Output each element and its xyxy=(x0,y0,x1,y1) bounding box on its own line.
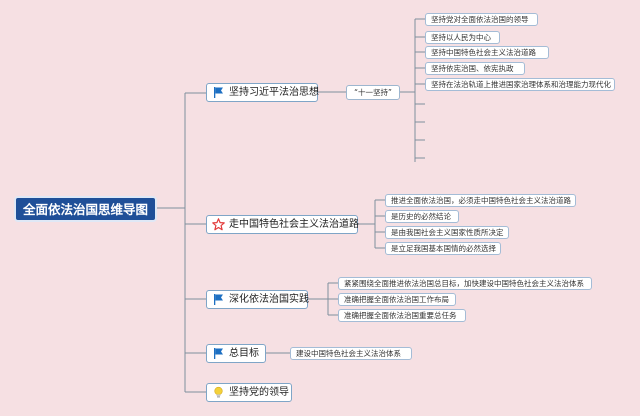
branch-party-leadership[interactable]: 坚持党的领导 xyxy=(206,383,292,402)
leaf-node[interactable]: 是历史的必然结论 xyxy=(385,210,459,223)
leaf-node[interactable]: 是由我国社会主义国家性质所决定 xyxy=(385,226,509,239)
branch-label: 走中国特色社会主义法治道路 xyxy=(229,219,359,230)
mindmap-root[interactable]: 全面依法治国思维导图 xyxy=(14,196,157,222)
flag-icon xyxy=(214,348,223,359)
branch-deepen-rule-of-law-practice[interactable]: 深化依法治国实践 xyxy=(206,290,309,309)
sub-node-eleven-adheres[interactable]: “十一坚持” xyxy=(346,85,400,100)
leaf-node[interactable]: 推进全面依法治国，必须走中国特色社会主义法治道路 xyxy=(385,194,576,207)
leaf-node[interactable]: 是立足我国基本国情的必然选择 xyxy=(385,242,501,255)
leaf-node[interactable]: 紧紧围绕全面推进依法治国总目标，加快建设中国特色社会主义法治体系 xyxy=(338,277,592,290)
star-icon xyxy=(212,218,225,231)
branch-socialist-rule-of-law-road[interactable]: 走中国特色社会主义法治道路 xyxy=(206,215,359,234)
leaf-node[interactable]: 坚持党对全面依法治国的领导 xyxy=(425,13,538,26)
branch-label: 深化依法治国实践 xyxy=(229,294,309,305)
flag-icon xyxy=(214,87,223,98)
leaf-node[interactable]: 建设中国特色社会主义法治体系 xyxy=(290,347,412,360)
branch-label: 坚持党的领导 xyxy=(229,387,289,398)
leaf-node[interactable]: 坚持在法治轨道上推进国家治理体系和治理能力现代化 xyxy=(425,78,615,91)
branch-xi-rule-of-law-thought[interactable]: 坚持习近平法治思想 xyxy=(206,83,319,102)
branch-label: 总目标 xyxy=(229,348,259,359)
leaf-node[interactable]: 准确把握全面依法治国工作布局 xyxy=(338,293,456,306)
branch-label: 坚持习近平法治思想 xyxy=(229,87,319,98)
lightbulb-icon xyxy=(214,386,223,398)
branch-overall-goal[interactable]: 总目标 xyxy=(206,344,266,363)
leaf-node[interactable]: 坚持中国特色社会主义法治道路 xyxy=(425,46,549,59)
leaf-node[interactable]: 坚持依宪治国、依宪执政 xyxy=(425,62,525,75)
leaf-node[interactable]: 坚持以人民为中心 xyxy=(425,31,500,44)
leaf-node[interactable]: 准确把握全面依法治国重要总任务 xyxy=(338,309,466,322)
flag-icon xyxy=(214,294,223,305)
